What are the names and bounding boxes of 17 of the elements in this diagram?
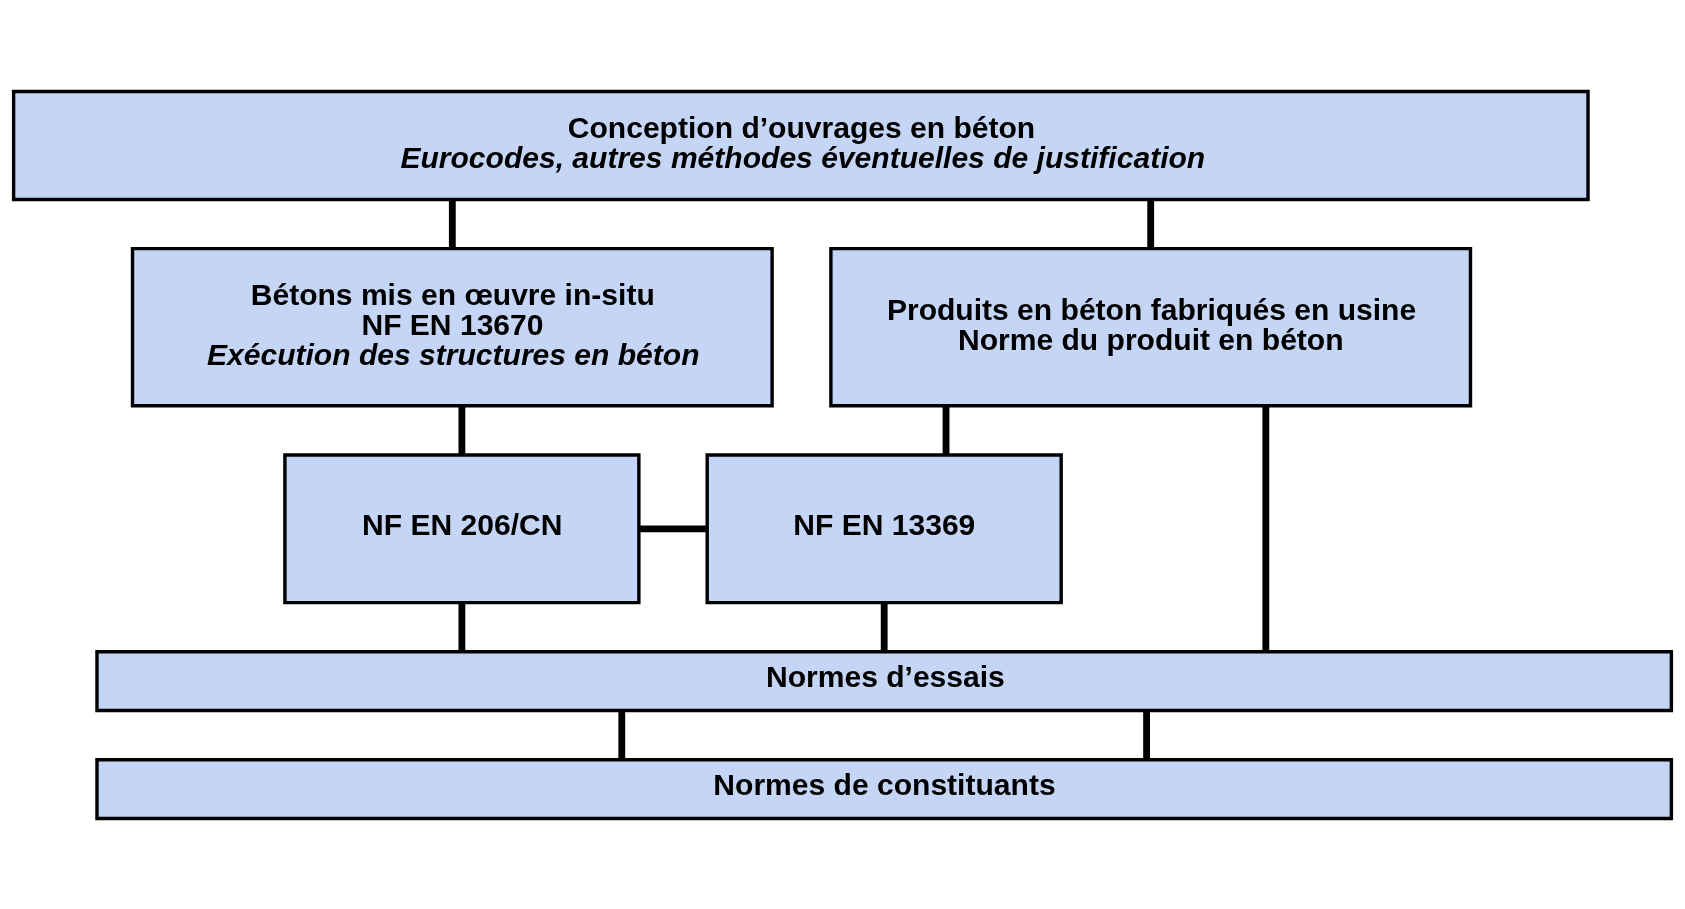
- connector: [448, 199, 456, 248]
- connector: [880, 602, 888, 652]
- node-box: NF EN 206/CN: [283, 452, 641, 604]
- node-box: Normes de constituants: [95, 757, 1674, 820]
- node-box: Normes d’essais: [95, 649, 1674, 712]
- connector: [1143, 710, 1150, 760]
- node-box: Bétons mis en œuvre in-situ NF EN 13670 Exécution des structures en béton: [130, 246, 774, 407]
- connector: [458, 602, 466, 652]
- connector: [639, 524, 707, 532]
- connector: [618, 710, 626, 760]
- connector: [942, 405, 950, 455]
- connector: [1147, 199, 1155, 248]
- connector: [1262, 405, 1270, 652]
- connector: [458, 405, 466, 455]
- node-box: NF EN 13369: [705, 452, 1063, 604]
- node-box: Conception d’ouvrages en béton Eurocodes, autres méthodes éventuelles de justification: [11, 89, 1590, 201]
- node-box: Produits en béton fabriqués en usine Norme du produit en béton: [829, 246, 1473, 407]
